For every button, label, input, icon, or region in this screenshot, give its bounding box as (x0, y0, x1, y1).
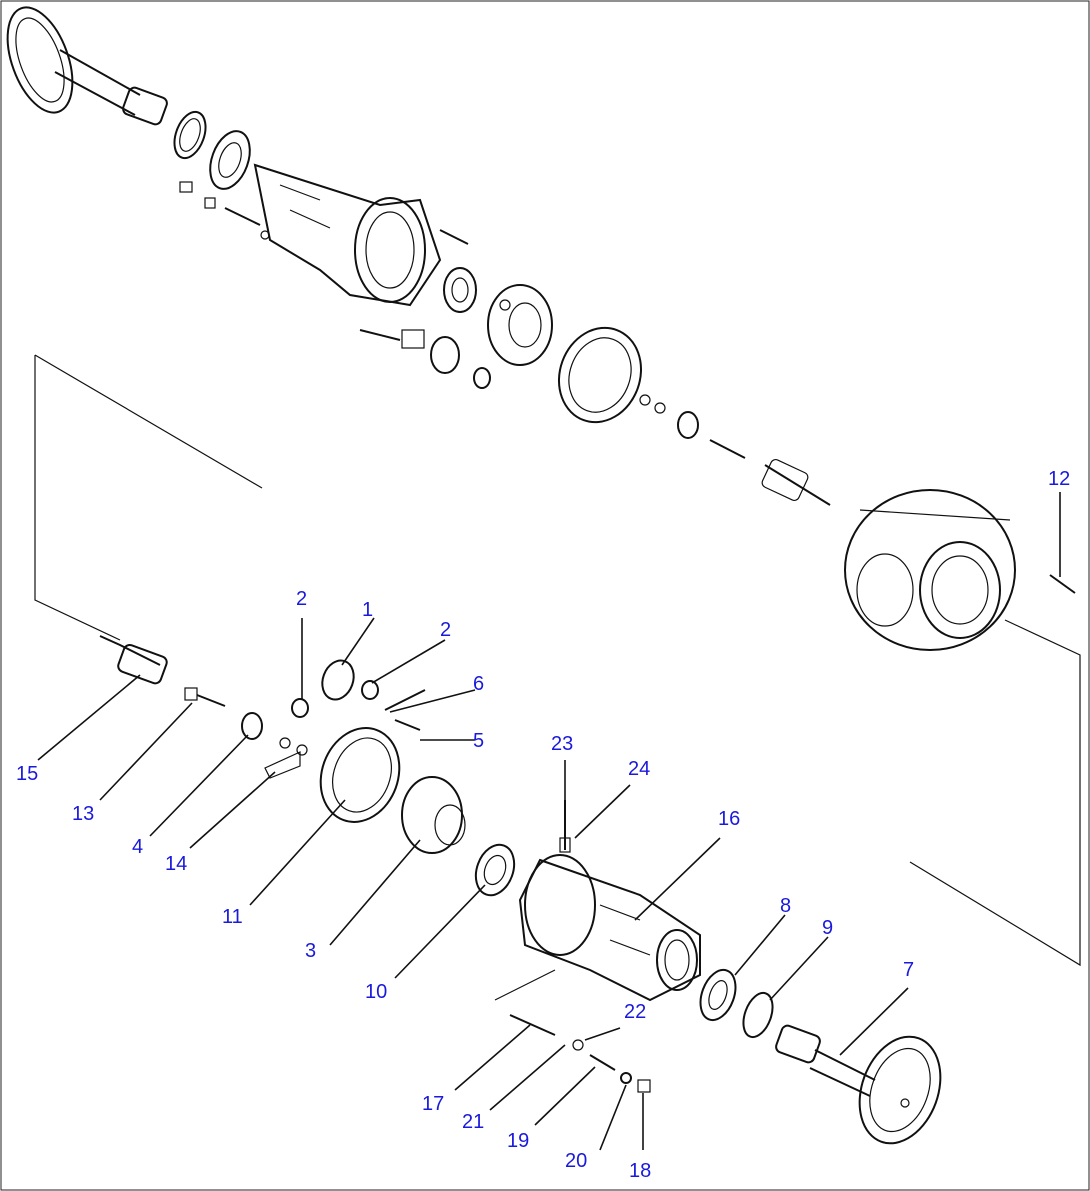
part-16-axle-housing (518, 854, 701, 1002)
part-17-21-22-pins (494, 969, 584, 1051)
part-6-5-pin (384, 689, 426, 731)
callout-24: 24 (628, 758, 650, 780)
callout-11: 11 (222, 906, 243, 928)
part-10-bearing (474, 843, 516, 897)
part-2-bearing-left (291, 698, 309, 718)
upper-axle-housing (253, 163, 442, 307)
part-9-seal (742, 991, 774, 1039)
callout-22: 22 (624, 1001, 646, 1023)
callout-12: 12 (1048, 468, 1070, 490)
part-8-bearing (699, 968, 737, 1022)
part-14-lock-plate (264, 737, 308, 779)
part-7-axle-shaft (775, 1024, 942, 1145)
callout-17: 17 (422, 1093, 444, 1115)
upper-diff-case (487, 284, 553, 366)
part-23-24-breather (559, 800, 571, 853)
callout-2-left: 2 (296, 588, 307, 610)
upper-ring-gear (557, 326, 643, 424)
callout-14: 14 (165, 853, 187, 875)
callout-13: 13 (72, 803, 94, 825)
guide-line-left (34, 355, 121, 641)
callout-16: 16 (718, 808, 740, 830)
callout-19: 19 (507, 1130, 529, 1152)
callout-7: 7 (903, 959, 914, 981)
callout-9: 9 (822, 917, 833, 939)
guide-line-left-top (34, 354, 263, 489)
part-2-bearing-right (361, 680, 379, 700)
callout-8: 8 (780, 895, 791, 917)
leader-lines (37, 492, 1061, 1151)
upper-washers (639, 394, 746, 459)
guide-line-right (909, 619, 1081, 967)
callout-20: 20 (565, 1150, 587, 1172)
part-19-20-18-plug (589, 1054, 651, 1093)
callout-6: 6 (473, 673, 484, 695)
upper-small-parts (179, 181, 270, 240)
callout-2-right: 2 (440, 619, 451, 641)
part-13-bolt (184, 687, 226, 707)
callout-5: 5 (473, 730, 484, 752)
upper-axle-shaft (6, 6, 168, 126)
part-4-washer (241, 712, 263, 740)
callout-1: 1 (362, 599, 373, 621)
upper-pin (439, 229, 469, 245)
callout-4: 4 (132, 836, 143, 858)
upper-pinion-parts (359, 329, 491, 389)
part-3-diff-case (401, 776, 466, 854)
callout-10: 10 (365, 981, 387, 1003)
part-11-ring-gear (319, 727, 401, 823)
callout-18: 18 (629, 1160, 651, 1182)
callout-3: 3 (305, 940, 316, 962)
pin-12 (1049, 574, 1076, 594)
upper-seal-ring (173, 110, 207, 160)
upper-bearing (209, 130, 251, 190)
callout-23: 23 (551, 733, 573, 755)
callout-15: 15 (16, 763, 38, 785)
callouts: 1 2 2 3 4 5 6 7 8 9 10 11 12 13 14 15 16… (16, 468, 1070, 1182)
center-housing (844, 489, 1016, 651)
callout-21: 21 (462, 1111, 484, 1133)
upper-diff-bearing (443, 267, 477, 313)
upper-pinion-shaft (761, 458, 831, 506)
